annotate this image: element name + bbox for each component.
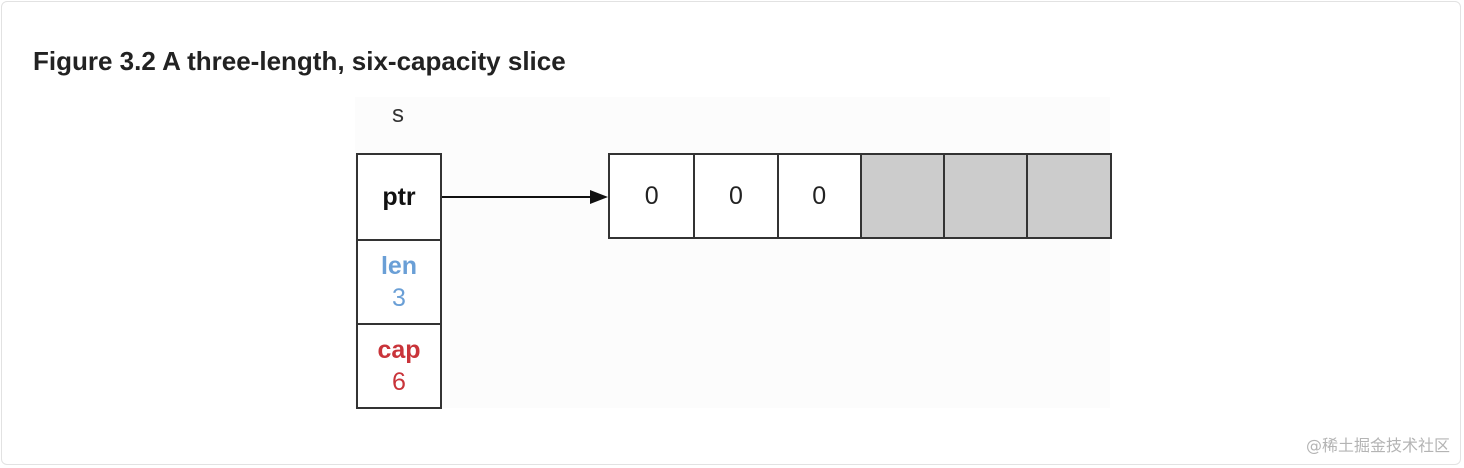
slice-header: ptr len 3 cap 6 [356,153,442,409]
array-cell-value: 0 [610,155,694,237]
slice-variable-name: s [392,101,404,128]
pointer-arrow [442,190,608,204]
array-cell-value: 0 [776,155,860,237]
figure-title: Figure 3.2 A three-length, six-capacity … [33,46,566,76]
array-cell-unused [943,155,1027,237]
len-value: 3 [392,284,406,312]
slice-header-len: len 3 [358,239,440,323]
ptr-label: ptr [382,183,416,211]
pointer-arrow-head [590,190,608,204]
array-cell-value: 0 [693,155,777,237]
array-cell-unused [859,155,944,237]
array-cell-unused [1026,155,1110,237]
slice-header-ptr: ptr [358,155,440,239]
watermark: @稀土掘金技术社区 [1305,436,1450,455]
cap-label: cap [377,336,421,364]
len-label: len [380,252,418,280]
slice-header-cap: cap 6 [358,323,440,407]
cap-value: 6 [392,368,406,396]
